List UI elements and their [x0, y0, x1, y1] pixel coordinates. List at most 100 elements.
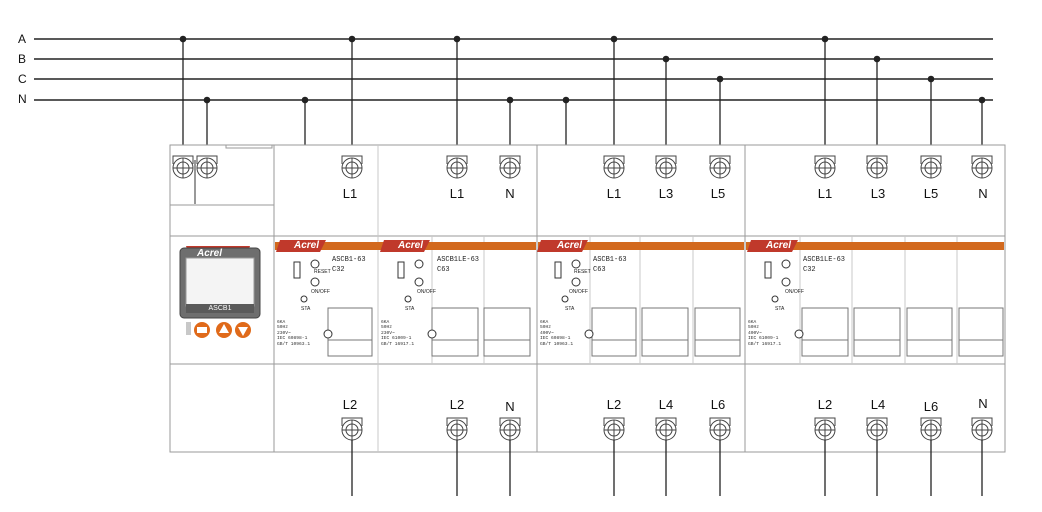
- handle-window-4: [641, 307, 689, 341]
- meter-terminal-0: [172, 155, 194, 179]
- bottom-label-b3-l2: L2: [606, 397, 622, 412]
- handle-lever-3: [591, 339, 637, 357]
- top-terminal-6: [814, 155, 836, 179]
- handle-window-6: [801, 307, 849, 341]
- breaker3-rating: C63: [593, 266, 606, 274]
- bottom-label-b1-l2: L2: [342, 397, 358, 412]
- junction-dot-12: [927, 75, 935, 83]
- top-label-b2-n: N: [505, 186, 515, 201]
- handle-window-7: [853, 307, 901, 341]
- bottom-label-b4-l4: L4: [870, 397, 886, 412]
- bottom-label-b3-l6: L6: [710, 397, 726, 412]
- onoff-button-2: [571, 277, 581, 287]
- handle-lever-5: [694, 339, 741, 357]
- top-label-b4-n: N: [978, 186, 988, 201]
- meter-terminal-divider: [194, 160, 196, 204]
- handle-lever-7: [853, 339, 901, 357]
- reset-button-1: [414, 259, 424, 269]
- breaker1-rating: C32: [332, 266, 345, 274]
- top-label-b4-l5: L5: [923, 186, 939, 201]
- top-label-b4-l1: L1: [817, 186, 833, 201]
- bottom-terminal-2: [499, 417, 521, 441]
- meter-name: ASCB1: [208, 305, 232, 312]
- breaker1-sta: STA: [301, 306, 311, 312]
- bottom-terminal-4: [655, 417, 677, 441]
- top-label-b3-l1: L1: [606, 186, 622, 201]
- top-terminal-1: [446, 155, 468, 179]
- bottom-label-b4-l2: L2: [817, 397, 833, 412]
- breaker3-sta: STA: [565, 306, 575, 312]
- bottom-terminal-6: [814, 417, 836, 441]
- handle-lever-1: [431, 339, 479, 357]
- junction-dot-6: [562, 96, 570, 104]
- top-terminal-5: [709, 155, 731, 179]
- bottom-label-b2-l2: L2: [449, 397, 465, 412]
- breaker4-model: ASCB1LE-63: [803, 256, 846, 264]
- breaker3-model: ASCB1-63: [593, 256, 627, 264]
- onoff-button-0: [310, 277, 320, 287]
- handle-window-0: [327, 307, 373, 341]
- brand-tab-2: [537, 240, 588, 252]
- breaker1-brand: Acrel: [294, 240, 320, 251]
- terminals: [172, 155, 993, 441]
- bottom-label-b2-n: N: [505, 399, 515, 414]
- handle-window-2: [483, 307, 531, 341]
- sta-led-2: [561, 295, 569, 303]
- breaker4-onoff: ON/OFF: [785, 289, 804, 295]
- handle-window-5: [694, 307, 741, 341]
- breaker4-spec: 6KA 50Hz 400V~ IEC 61009-1 GB/T 16917.1: [748, 320, 782, 347]
- handle-window-1: [431, 307, 479, 341]
- reset-button-3: [781, 259, 791, 269]
- bottom-terminal-1: [446, 417, 468, 441]
- cert-mark-3: [794, 329, 804, 339]
- brand-tab-0: [276, 240, 326, 252]
- handle-lever-0: [327, 339, 373, 357]
- breaker4-brand: Acrel: [766, 240, 792, 251]
- handle-lever-8: [906, 339, 953, 357]
- breaker1-reset: RESET: [314, 269, 331, 275]
- sta-led-0: [300, 295, 308, 303]
- handle-lever-4: [641, 339, 689, 357]
- top-terminal-9: [971, 155, 993, 179]
- breaker2-sta: STA: [405, 306, 415, 312]
- breaker1-model: ASCB1-63: [332, 256, 366, 264]
- toggle-switch-0: [293, 261, 301, 279]
- meter-terminal-1: [196, 155, 218, 179]
- junction-dot-3: [348, 35, 356, 43]
- breaker2-onoff: ON/OFF: [417, 289, 436, 295]
- meter-module: [179, 247, 261, 338]
- onoff-button-3: [781, 277, 791, 287]
- breaker1-spec: 6KA 50Hz 230V~ IEC 60898-1 GB/T 10963.1: [277, 320, 311, 347]
- top-label-b1-l1: L1: [342, 186, 358, 201]
- top-terminal-0: [341, 155, 363, 179]
- breaker3-spec: 6KA 50Hz 400V~ IEC 60898-1 GB/T 10963.1: [540, 320, 574, 347]
- toggle-switch-2: [554, 261, 562, 279]
- top-label-b3-l5: L5: [710, 186, 726, 201]
- breaker4-rating: C32: [803, 266, 816, 274]
- bus-label-n: N: [18, 92, 27, 106]
- junction-dot-8: [662, 55, 670, 63]
- bottom-terminal-5: [709, 417, 731, 441]
- handle-window-3: [591, 307, 637, 341]
- cert-mark-1: [427, 329, 437, 339]
- breaker1-onoff: ON/OFF: [311, 289, 330, 295]
- bottom-terminal-7: [866, 417, 888, 441]
- junction-dot-1: [203, 96, 211, 104]
- handle-lever-6: [801, 339, 849, 357]
- stripe-2: [746, 242, 1004, 250]
- junction-dot-9: [716, 75, 724, 83]
- top-label-b2-l1: L1: [449, 186, 465, 201]
- breaker-fronts: [293, 259, 1004, 357]
- breaker2-spec: 6KA 50Hz 230V~ IEC 61009-1 GB/T 16917.1: [381, 320, 415, 347]
- bus-bars: [34, 35, 993, 150]
- onoff-button-1: [414, 277, 424, 287]
- top-label-b4-l3: L3: [870, 186, 886, 201]
- meter-brand: Acrel: [197, 248, 223, 259]
- junction-dot-2: [301, 96, 309, 104]
- junction-dot-4: [453, 35, 461, 43]
- feed-wires: [351, 440, 983, 496]
- junction-dot-5: [506, 96, 514, 104]
- cert-mark-0: [323, 329, 333, 339]
- breaker2-brand: Acrel: [398, 240, 424, 251]
